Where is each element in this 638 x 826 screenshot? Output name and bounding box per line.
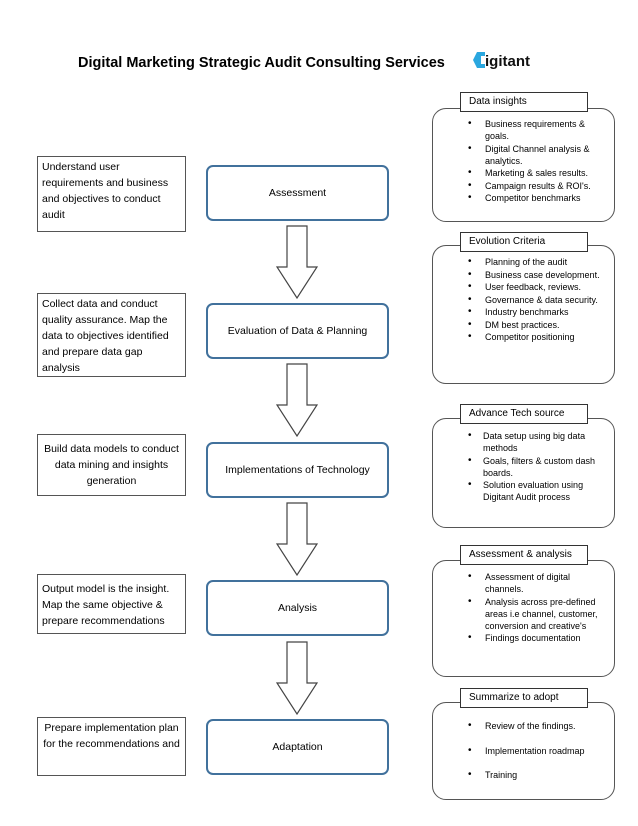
down-arrow-icon	[276, 641, 318, 715]
stage-description-5: Prepare implementation plan for the reco…	[37, 717, 186, 776]
list-item: Business case development.	[433, 269, 610, 281]
list-item: Competitor benchmarks	[433, 192, 610, 204]
stage-adaptation: Adaptation	[206, 719, 389, 775]
panel-evolution-criteria: Planning of the audit Business case deve…	[432, 245, 615, 384]
stage-assessment: Assessment	[206, 165, 389, 221]
list-item: Digital Channel analysis & analytics.	[433, 143, 610, 167]
down-arrow-icon	[276, 502, 318, 576]
page-title: Digital Marketing Strategic Audit Consul…	[78, 55, 445, 71]
list-item: Competitor positioning	[433, 331, 610, 343]
stage-label: Implementations of Technology	[225, 464, 370, 476]
list-item: Business requirements & goals.	[433, 118, 610, 142]
list-item: Training	[433, 763, 610, 787]
panel-tag: Evolution Criteria	[460, 232, 588, 252]
panel-list: Business requirements & goals. Digital C…	[433, 118, 614, 204]
svg-text:igitant: igitant	[485, 53, 530, 70]
list-item: Review of the findings.	[433, 714, 610, 738]
panel-list: Planning of the audit Business case deve…	[433, 256, 614, 343]
stage-description-4: Output model is the insight. Map the sam…	[37, 574, 186, 634]
list-item: Governance & data security.	[433, 294, 610, 306]
stage-description-1: Understand user requirements and busines…	[37, 156, 186, 232]
list-item: Implementation roadmap	[433, 739, 610, 763]
list-item: User feedback, reviews.	[433, 281, 610, 293]
list-item: Campaign results & ROI's.	[433, 180, 610, 192]
list-item: Planning of the audit	[433, 256, 610, 268]
stage-evaluation: Evaluation of Data & Planning	[206, 303, 389, 359]
list-item: Assessment of digital channels.	[433, 571, 610, 595]
list-item: Solution evaluation using Digitant Audit…	[433, 479, 610, 503]
panel-tag: Advance Tech source	[460, 404, 588, 424]
panel-advance-tech-source: Data setup using big data methods Goals,…	[432, 418, 615, 528]
stage-label: Adaptation	[272, 741, 323, 753]
panel-assessment-analysis: Assessment of digital channels. Analysis…	[432, 560, 615, 677]
down-arrow-icon	[276, 363, 318, 437]
list-item: DM best practices.	[433, 319, 610, 331]
panel-tag: Summarize to adopt	[460, 688, 588, 708]
stage-description-2: Collect data and conduct quality assuran…	[37, 293, 186, 377]
panel-summarize-to-adopt: Review of the findings. Implementation r…	[432, 702, 615, 800]
panel-tag: Assessment & analysis	[460, 545, 588, 565]
panel-list: Review of the findings. Implementation r…	[433, 714, 614, 787]
list-item: Analysis across pre-defined areas i.e ch…	[433, 596, 610, 632]
panel-list: Assessment of digital channels. Analysis…	[433, 571, 614, 644]
panel-tag: Data insights	[460, 92, 588, 112]
stage-label: Analysis	[277, 602, 318, 614]
list-item: Goals, filters & custom dash boards.	[433, 455, 610, 479]
list-item: Findings documentation	[433, 632, 610, 644]
stage-analysis: Analysis	[206, 580, 389, 636]
stage-label: Evaluation of Data & Planning	[227, 325, 368, 337]
digitant-logo: igitant	[473, 52, 530, 70]
list-item: Marketing & sales results.	[433, 167, 610, 179]
panel-list: Data setup using big data methods Goals,…	[433, 430, 614, 503]
stage-description-3: Build data models to conduct data mining…	[37, 434, 186, 496]
down-arrow-icon	[276, 225, 318, 299]
stage-implementation: Implementations of Technology	[206, 442, 389, 498]
stage-label: Assessment	[268, 187, 327, 199]
list-item: Data setup using big data methods	[433, 430, 610, 454]
panel-data-insights: Business requirements & goals. Digital C…	[432, 108, 615, 222]
list-item: Industry benchmarks	[433, 306, 610, 318]
